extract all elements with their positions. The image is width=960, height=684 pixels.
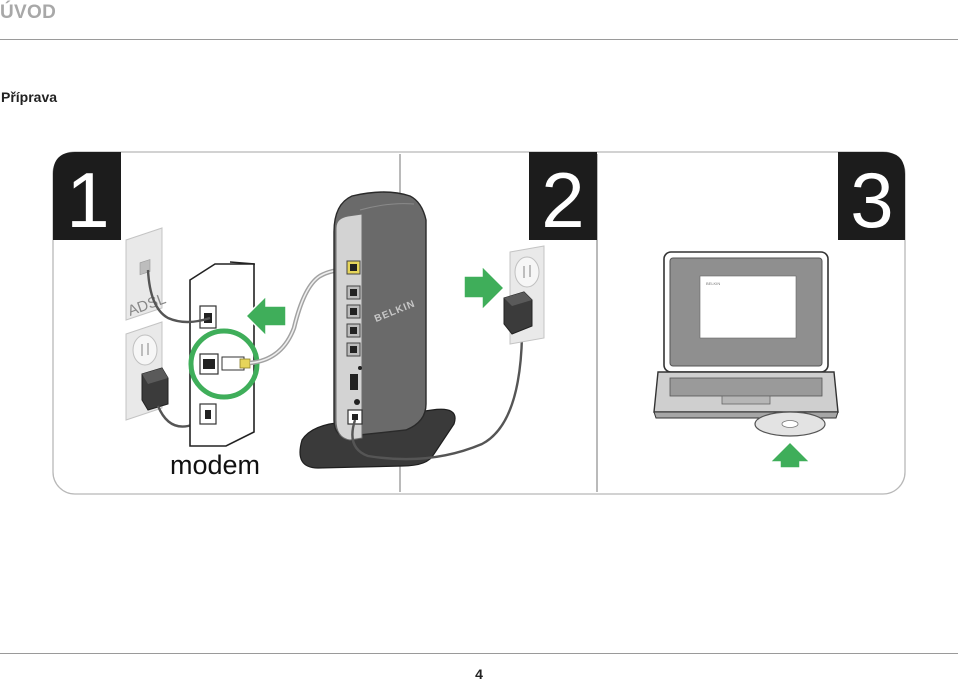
- header-divider: [0, 39, 958, 40]
- step-badge-2: 2: [529, 152, 597, 244]
- modem-device: [189, 261, 256, 447]
- footer-divider: [0, 653, 958, 654]
- section-title: Příprava: [1, 89, 58, 105]
- laptop: BELKIN: [653, 251, 839, 419]
- step-number-2: 2: [541, 156, 584, 244]
- step-number-1: 1: [66, 156, 109, 244]
- router-device: BELKIN: [299, 191, 456, 469]
- arrow-up-icon: [768, 440, 812, 469]
- adsl-cable: [146, 269, 211, 324]
- router-power-adapter: [503, 291, 533, 335]
- arrow-left-icon: [244, 294, 287, 338]
- adsl-wall-socket: ADSL: [125, 227, 168, 321]
- modem-label: modem: [170, 450, 260, 480]
- step-badge-3: 3: [838, 152, 905, 244]
- router-power-cable: [351, 335, 524, 461]
- screen-brand-label: BELKIN: [706, 281, 720, 286]
- step-number-3: 3: [850, 156, 893, 244]
- header-title: ÚVOD: [0, 2, 57, 23]
- page-number: 4: [475, 666, 483, 682]
- cd-disc: [754, 411, 826, 437]
- arrow-right-icon: [463, 264, 506, 312]
- setup-illustration: 1 2 3 ADSL: [52, 151, 906, 495]
- ethernet-plug: [221, 356, 251, 371]
- step-badge-1: 1: [53, 152, 121, 244]
